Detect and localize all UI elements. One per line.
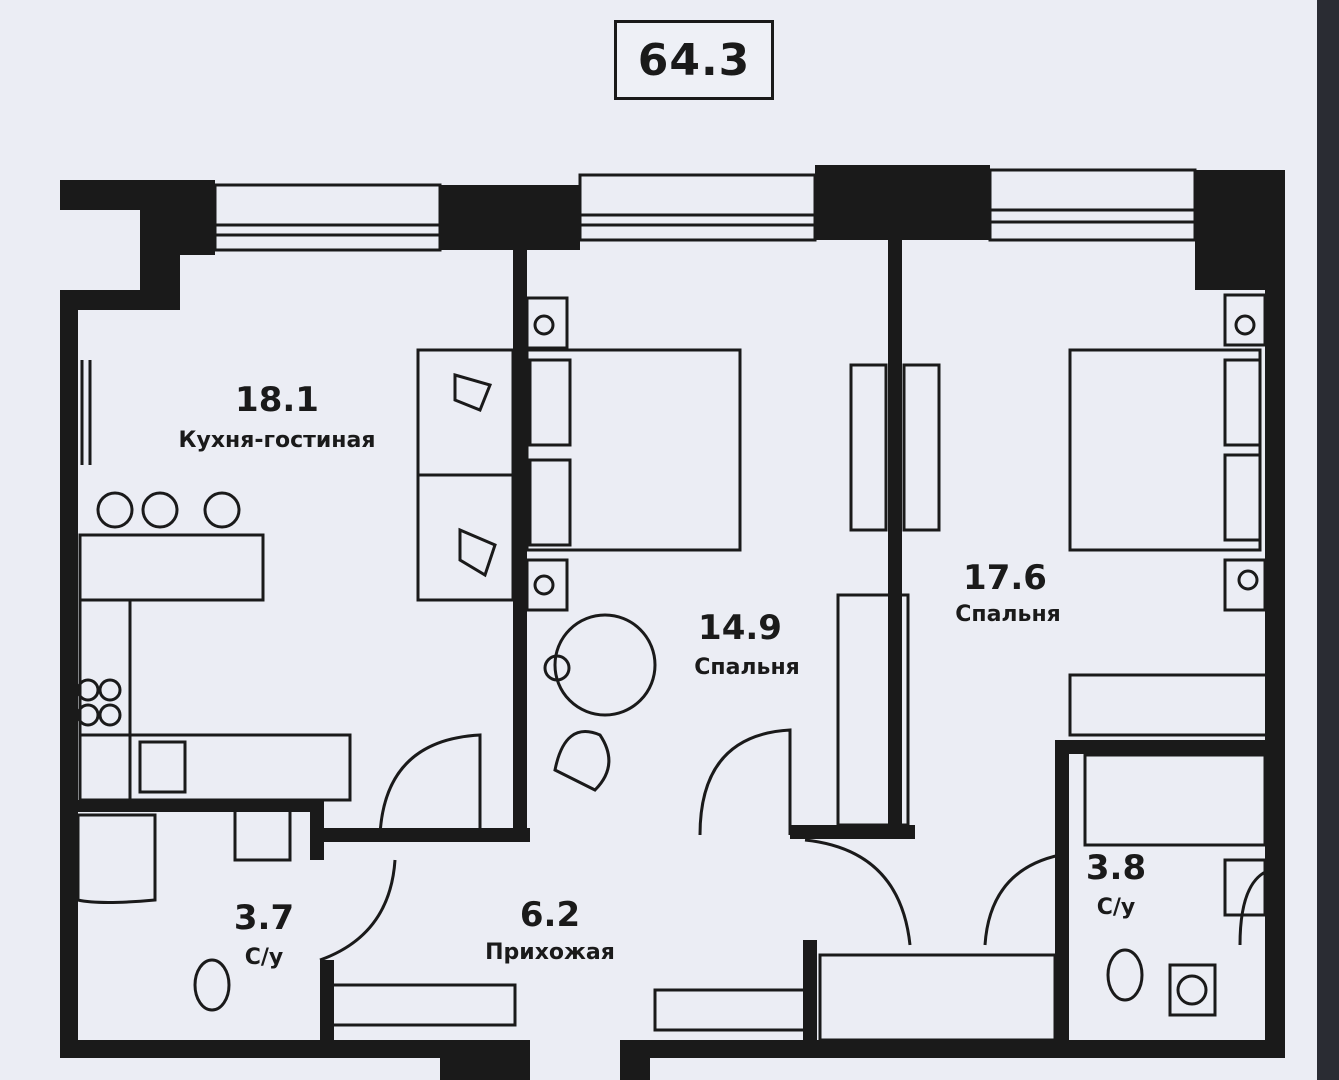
room-area-bedroom-1: 14.9 <box>698 608 782 648</box>
room-area-bathroom-2: 3.8 <box>1085 848 1147 888</box>
room-name-hallway: Прихожая <box>485 940 615 965</box>
windows <box>213 168 1197 252</box>
sofa <box>416 348 515 602</box>
bed-2 <box>1068 293 1272 737</box>
bathroom-fixtures <box>76 753 1267 1042</box>
page-edge <box>1317 0 1339 1080</box>
room-area-kitchen: 18.1 <box>235 380 319 420</box>
room-area-bathroom-1: 3.7 <box>233 898 295 938</box>
kitchen-furniture <box>76 360 352 802</box>
doors <box>319 728 1271 962</box>
room-name-bathroom-1: С/у <box>244 945 284 970</box>
walls <box>60 165 1285 1080</box>
room-area-hallway: 6.2 <box>519 895 581 935</box>
room-name-kitchen: Кухня-гостиная <box>178 428 376 453</box>
room-area-bedroom-2: 17.6 <box>963 558 1047 598</box>
room-name-bedroom-1: Спальня <box>694 655 800 680</box>
room-name-bedroom-2: Спальня <box>955 602 1061 627</box>
room-name-bathroom-2: С/у <box>1096 895 1136 920</box>
total-area-box: 64.3 <box>614 20 774 100</box>
bed-1 <box>525 296 941 827</box>
